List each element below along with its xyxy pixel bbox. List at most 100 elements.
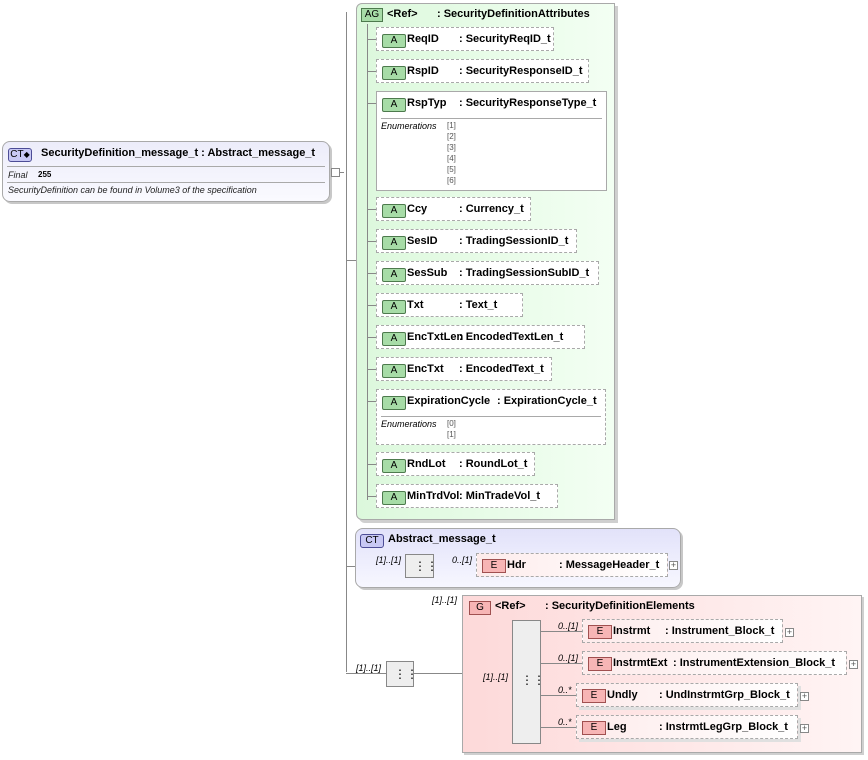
- expand-icon[interactable]: +: [669, 560, 678, 570]
- final-label: Final: [8, 170, 28, 180]
- attribute-name: EncTxtLen: [407, 331, 464, 343]
- connector-line: [346, 260, 356, 261]
- attribute-icon: A: [382, 364, 406, 378]
- attribute-type: : EncodedTextLen_t: [459, 331, 564, 343]
- enumeration-value: [1]: [447, 430, 456, 439]
- element-connector: [541, 727, 576, 728]
- seq-cardinality: [1]..[1]: [376, 555, 402, 565]
- attribute-type: : TradingSessionID_t: [459, 235, 569, 247]
- element-connector: [541, 631, 582, 632]
- seq-cardinality: [1]..[1]: [483, 672, 509, 682]
- ag-name: : SecurityDefinitionAttributes: [437, 8, 590, 20]
- element-icon: E: [582, 689, 606, 703]
- expand-icon[interactable]: +: [785, 627, 794, 637]
- main-complex-type[interactable]: CT◆ SecurityDefinition_message_t : Abstr…: [2, 141, 330, 202]
- attribute-icon: A: [382, 459, 406, 473]
- element-cardinality: 0..*: [558, 717, 572, 727]
- attribute-connector: [367, 241, 376, 242]
- element-type: : UndInstrmtGrp_Block_t: [659, 689, 790, 701]
- element-name: Hdr: [507, 559, 526, 571]
- attribute-connector: [367, 273, 376, 274]
- attribute-name: SesSub: [407, 267, 448, 279]
- element-icon: E: [482, 559, 506, 573]
- element-type: : Instrument_Block_t: [665, 625, 775, 637]
- ag-inner-trunk: [367, 24, 368, 500]
- attribute-name: Ccy: [407, 203, 428, 215]
- abstract-title: Abstract_message_t: [388, 533, 496, 545]
- attribute-connector: [367, 369, 376, 370]
- attribute-name: EncTxt: [407, 363, 444, 375]
- element-cardinality: 0..[1]: [558, 621, 579, 631]
- element-icon: E: [588, 625, 612, 639]
- attribute-name: Txt: [407, 299, 424, 311]
- sequence-icon: ⋮⋮: [414, 559, 438, 573]
- divider: [7, 166, 325, 167]
- expand-icon[interactable]: +: [849, 659, 858, 669]
- element-connector: [541, 663, 582, 664]
- attribute-type: : Currency_t: [459, 203, 524, 215]
- connector-trunk: [346, 12, 347, 672]
- element-type: : InstrmtLegGrp_Block_t: [659, 721, 788, 733]
- attribute-name: SesID: [407, 235, 438, 247]
- element-name: InstrmtExt: [613, 657, 668, 669]
- attribute-type: : SecurityResponseType_t: [459, 97, 597, 109]
- element-type: : InstrumentExtension_Block_t: [673, 657, 835, 669]
- group-ref: <Ref>: [495, 600, 526, 612]
- attribute-icon: A: [382, 332, 406, 346]
- attribute-connector: [367, 337, 376, 338]
- attribute-type: : RoundLot_t: [459, 458, 528, 470]
- attribute-connector: [367, 39, 376, 40]
- element-hdr[interactable]: E Hdr : MessageHeader_t: [476, 553, 668, 577]
- attribute-icon: A: [382, 34, 406, 48]
- attribute-connector: [367, 209, 376, 210]
- attribute-group-icon: AG: [361, 8, 383, 22]
- attribute-name: ExpirationCycle: [407, 395, 491, 407]
- divider: [381, 118, 602, 119]
- element-name: Undly: [607, 689, 638, 701]
- attribute-name: RspID: [407, 65, 439, 77]
- enumeration-value: [3]: [447, 143, 456, 152]
- enumeration-value: [4]: [447, 154, 456, 163]
- attribute-connector: [367, 71, 376, 72]
- attribute-icon: A: [382, 268, 406, 282]
- sequence-compositor[interactable]: ⋮⋮: [512, 620, 545, 744]
- enumeration-value: [0]: [447, 419, 456, 428]
- element-name: Instrmt: [613, 625, 651, 637]
- group-cardinality: [1]..[1]: [432, 595, 458, 605]
- attribute-icon: A: [382, 491, 406, 505]
- attribute-connector: [367, 464, 376, 465]
- attribute-type: : MinTradeVol_t: [459, 490, 541, 502]
- complex-type-icon: CT: [360, 534, 384, 548]
- collapse-toggle[interactable]: [331, 168, 340, 177]
- attribute-icon: A: [382, 236, 406, 250]
- ag-ref: <Ref>: [387, 8, 418, 20]
- attribute-icon: A: [382, 66, 406, 80]
- sequence-compositor[interactable]: ⋮⋮: [386, 661, 418, 687]
- element-icon: E: [582, 721, 606, 735]
- expand-icon[interactable]: +: [800, 691, 809, 701]
- sequence-compositor[interactable]: ⋮⋮: [405, 554, 438, 578]
- attribute-type: : TradingSessionSubID_t: [459, 267, 590, 279]
- final-value: 255: [38, 170, 52, 179]
- expand-icon[interactable]: +: [800, 723, 809, 733]
- element-icon: E: [588, 657, 612, 671]
- main-type-doc: SecurityDefinition can be found in Volum…: [8, 185, 257, 195]
- attribute-connector: [367, 496, 376, 497]
- group-name: : SecurityDefinitionElements: [545, 600, 695, 612]
